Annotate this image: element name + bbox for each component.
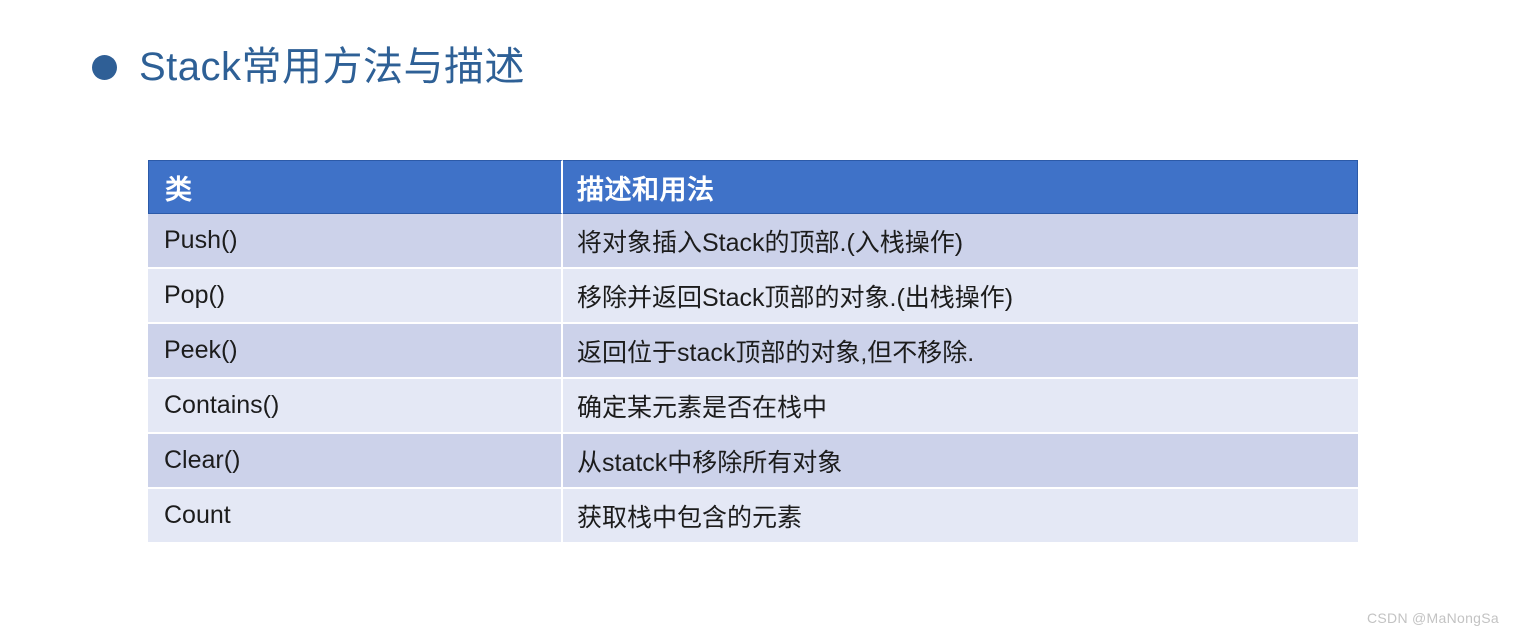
- cell-method-name: Count: [148, 489, 563, 542]
- table-row: Contains() 确定某元素是否在栈中: [148, 379, 1358, 434]
- cell-method-description: 获取栈中包含的元素: [563, 489, 1358, 542]
- table-row: Count 获取栈中包含的元素: [148, 489, 1358, 542]
- table-row: Peek() 返回位于stack顶部的对象,但不移除.: [148, 324, 1358, 379]
- table-row: Pop() 移除并返回Stack顶部的对象.(出栈操作): [148, 269, 1358, 324]
- stack-methods-table: 类 描述和用法 Push() 将对象插入Stack的顶部.(入栈操作) Pop(…: [148, 160, 1358, 542]
- cell-method-description: 从statck中移除所有对象: [563, 434, 1358, 489]
- cell-method-name: Push(): [148, 214, 563, 269]
- bullet-dot-icon: [92, 54, 117, 80]
- column-header-description: 描述和用法: [563, 160, 1358, 214]
- cell-method-description: 返回位于stack顶部的对象,但不移除.: [563, 324, 1358, 379]
- cell-method-description: 移除并返回Stack顶部的对象.(出栈操作): [563, 269, 1358, 324]
- cell-method-name: Peek(): [148, 324, 563, 379]
- column-header-class: 类: [148, 160, 563, 214]
- table-header-row: 类 描述和用法: [148, 160, 1358, 214]
- table-body: Push() 将对象插入Stack的顶部.(入栈操作) Pop() 移除并返回S…: [148, 214, 1358, 542]
- cell-method-name: Contains(): [148, 379, 563, 434]
- table-row: Push() 将对象插入Stack的顶部.(入栈操作): [148, 214, 1358, 269]
- slide-title-row: Stack常用方法与描述: [92, 44, 525, 90]
- table-row: Clear() 从statck中移除所有对象: [148, 434, 1358, 489]
- page-title: Stack常用方法与描述: [139, 45, 526, 89]
- cell-method-description: 将对象插入Stack的顶部.(入栈操作): [563, 214, 1358, 269]
- cell-method-name: Pop(): [148, 269, 563, 324]
- cell-method-name: Clear(): [148, 434, 563, 489]
- table-header: 类 描述和用法: [148, 160, 1358, 214]
- watermark: CSDN @MaNongSa: [1366, 610, 1499, 626]
- cell-method-description: 确定某元素是否在栈中: [563, 379, 1358, 434]
